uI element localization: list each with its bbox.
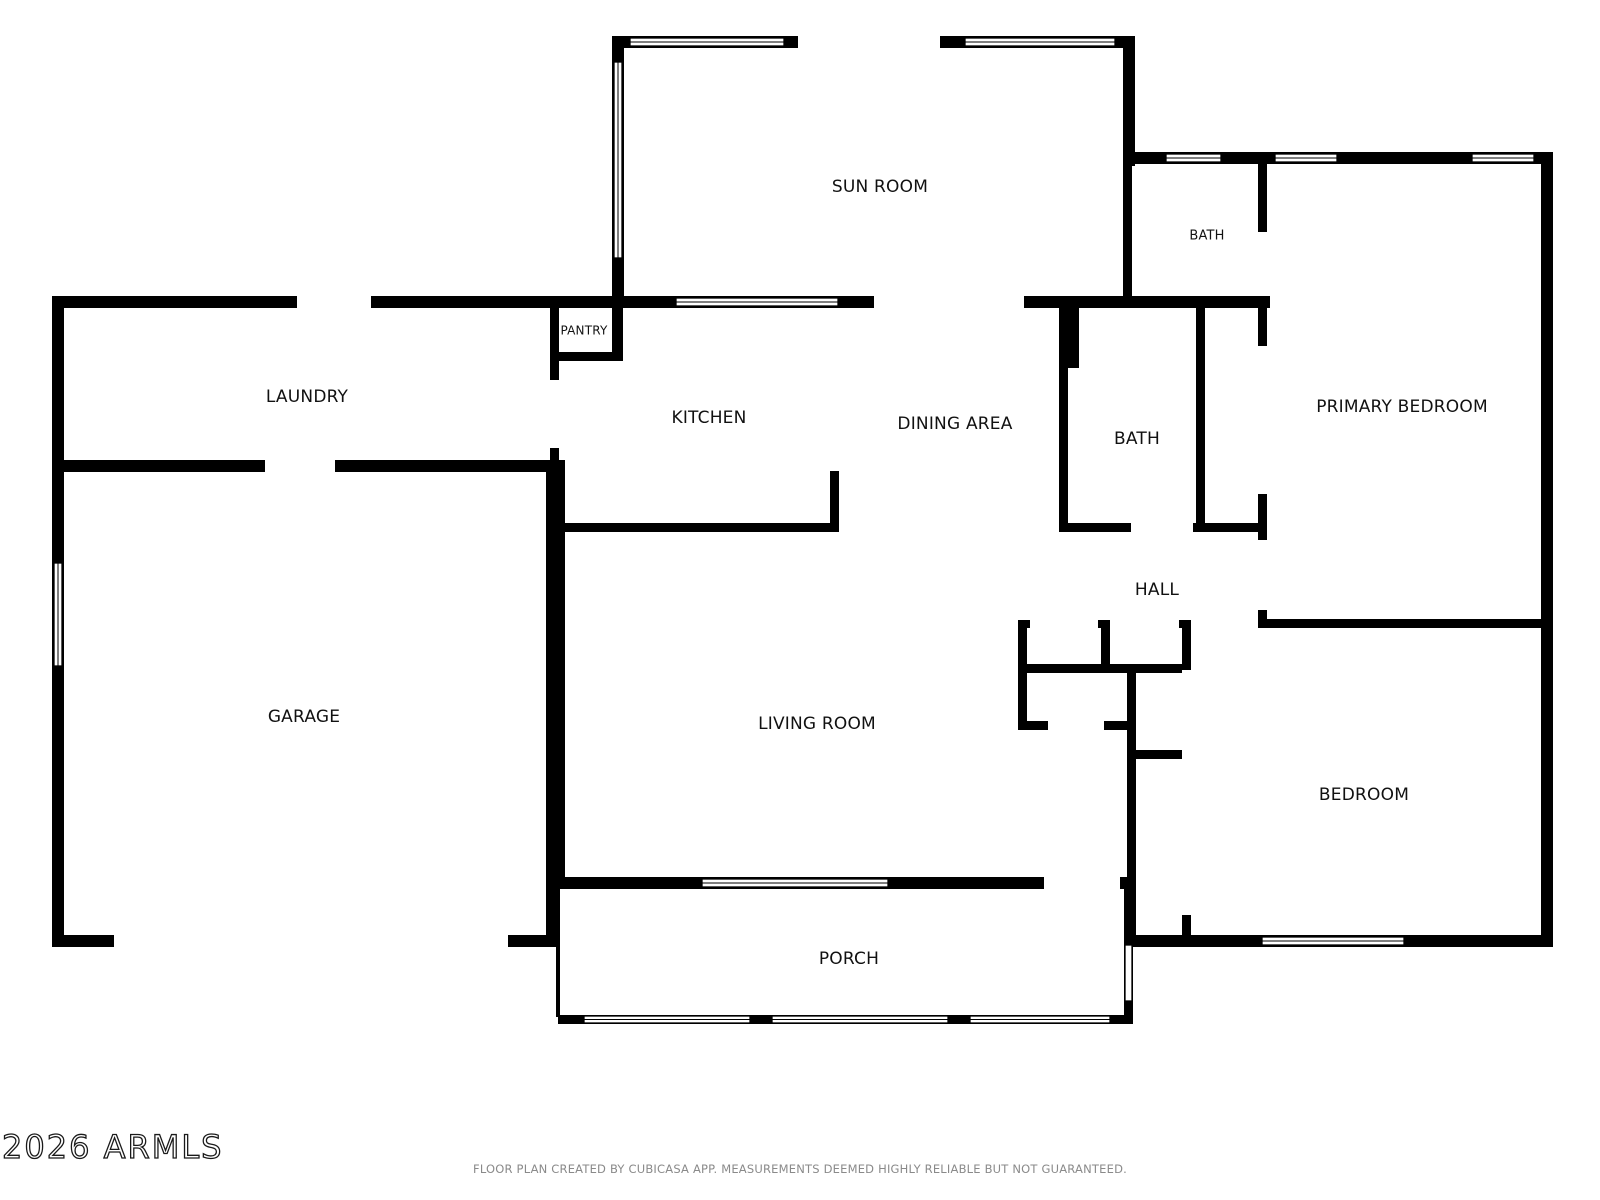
label-dining-area: DINING AREA [897,414,1012,434]
label-primary-bedroom: PRIMARY BEDROOM [1316,397,1488,417]
wall-bedroom-left-upper [1182,620,1191,670]
wall-garage-right [546,460,558,947]
wall-kitchen-counter [556,523,839,532]
wall-closet-divider [1101,620,1110,668]
opening-living-porch [1044,877,1120,889]
window-porch-right [1124,944,1133,1002]
label-laundry: LAUNDRY [266,387,349,407]
wall-bath-right [1196,300,1205,532]
opening-closet-right [1048,721,1104,730]
wall-bedroom-closet-shelf [1132,750,1191,759]
opening-primary-door [1258,232,1267,296]
wall-primary-bottom [1258,619,1553,628]
room-labels: SUN ROOM BATH PANTRY LAUNDRY KITCHEN DIN… [266,177,1488,969]
label-hall: HALL [1135,580,1179,600]
wall-pantry-right [612,296,623,360]
wall-living-right [1127,664,1136,947]
opening-sunroom-top [798,36,940,48]
opening-garage-bay [114,935,508,947]
wall-bedroom-left-lower [1182,915,1191,947]
label-bath: BATH [1114,429,1160,449]
label-living-room: LIVING ROOM [758,714,876,734]
wall-bath-left [1059,300,1068,532]
wall-closet-bottom-left [1018,721,1048,730]
watermark: 2026 ARMLS [1,1127,224,1166]
wall-living-left [556,460,565,888]
opening-hall-right [1191,619,1258,628]
openings [114,36,1267,947]
walls [52,36,1553,1024]
wall-primary-left-upper [1258,296,1267,346]
opening-bath-door [1131,523,1193,532]
wall-closet-bottom-right [1104,721,1134,730]
wall-porch-left-post [556,877,560,1017]
wall-kitchen-counter-end [830,471,839,532]
wall-upperbath-top [1123,152,1553,164]
wall-primary-left-lower [1258,494,1267,540]
disclaimer-text: FLOOR PLAN CREATED BY CUBICASA APP. MEAS… [473,1162,1127,1176]
label-bath-upper: BATH [1189,229,1224,244]
opening-closet-left [1030,620,1098,628]
wall-bath-left-block [1059,300,1079,368]
wall-primary-right [1541,152,1553,947]
label-pantry: PANTRY [560,324,608,338]
opening-laundry-garage [265,460,335,472]
opening-laundry-top [297,296,371,308]
wall-pantry-bottom [555,352,623,361]
wall-upperbath-right [1258,152,1267,232]
label-bedroom: BEDROOM [1319,785,1409,805]
label-kitchen: KITCHEN [671,408,746,428]
wall-sunroom-right [1123,36,1135,166]
opening-bedroom-hall [1182,670,1191,915]
label-porch: PORCH [819,949,879,969]
wall-closet-mid [1018,664,1191,673]
opening-primary-hall [1258,540,1267,610]
opening-kitchen-sunroom [874,296,1024,308]
wall-closet-left [1018,620,1027,730]
label-sun-room: SUN ROOM [832,177,928,197]
windows [53,37,1535,1024]
wall-upperbath-left [1123,152,1132,308]
label-garage: GARAGE [268,707,340,727]
opening-laundry-kitchen [550,380,559,448]
